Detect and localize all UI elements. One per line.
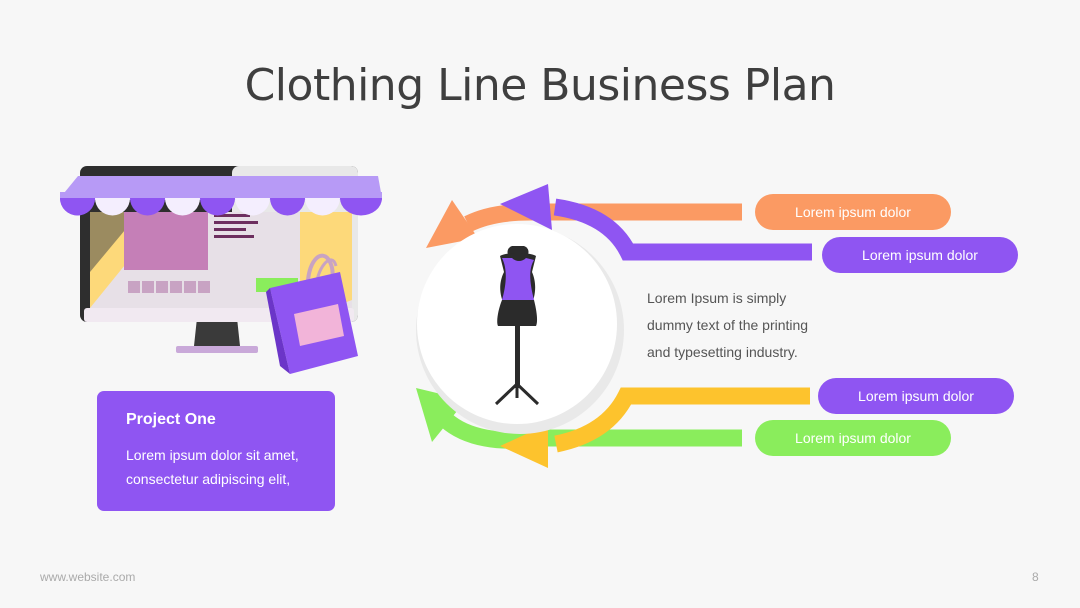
description-line: dummy text of the printing: [647, 317, 809, 333]
description-line: and typesetting industry.: [647, 344, 798, 360]
project-card: Project One Lorem ipsum dolor sit amet, …: [97, 391, 335, 511]
description-line: Lorem Ipsum is simply: [647, 290, 787, 306]
project-body-line: Lorem ipsum dolor sit amet,: [126, 447, 299, 463]
label-pill-purple-top: Lorem ipsum dolor: [822, 237, 1018, 273]
slide-title: Clothing Line Business Plan: [244, 60, 836, 111]
description-text: Lorem Ipsum is simply dummy text of the …: [647, 285, 857, 366]
dress-mannequin-icon: [494, 246, 540, 406]
shopping-bag-icon: [266, 253, 358, 374]
label-pill-green: Lorem ipsum dolor: [755, 420, 951, 456]
project-body-line: consectetur adipiscing elit,: [126, 471, 291, 487]
page-number: 8: [1032, 570, 1039, 584]
project-title: Project One: [126, 411, 216, 428]
label-pill-purple-bottom: Lorem ipsum dolor: [818, 378, 1014, 414]
project-body: Lorem ipsum dolor sit amet, consectetur …: [126, 443, 335, 491]
label-pill-orange: Lorem ipsum dolor: [755, 194, 951, 230]
footer-website: www.website.com: [40, 570, 136, 584]
